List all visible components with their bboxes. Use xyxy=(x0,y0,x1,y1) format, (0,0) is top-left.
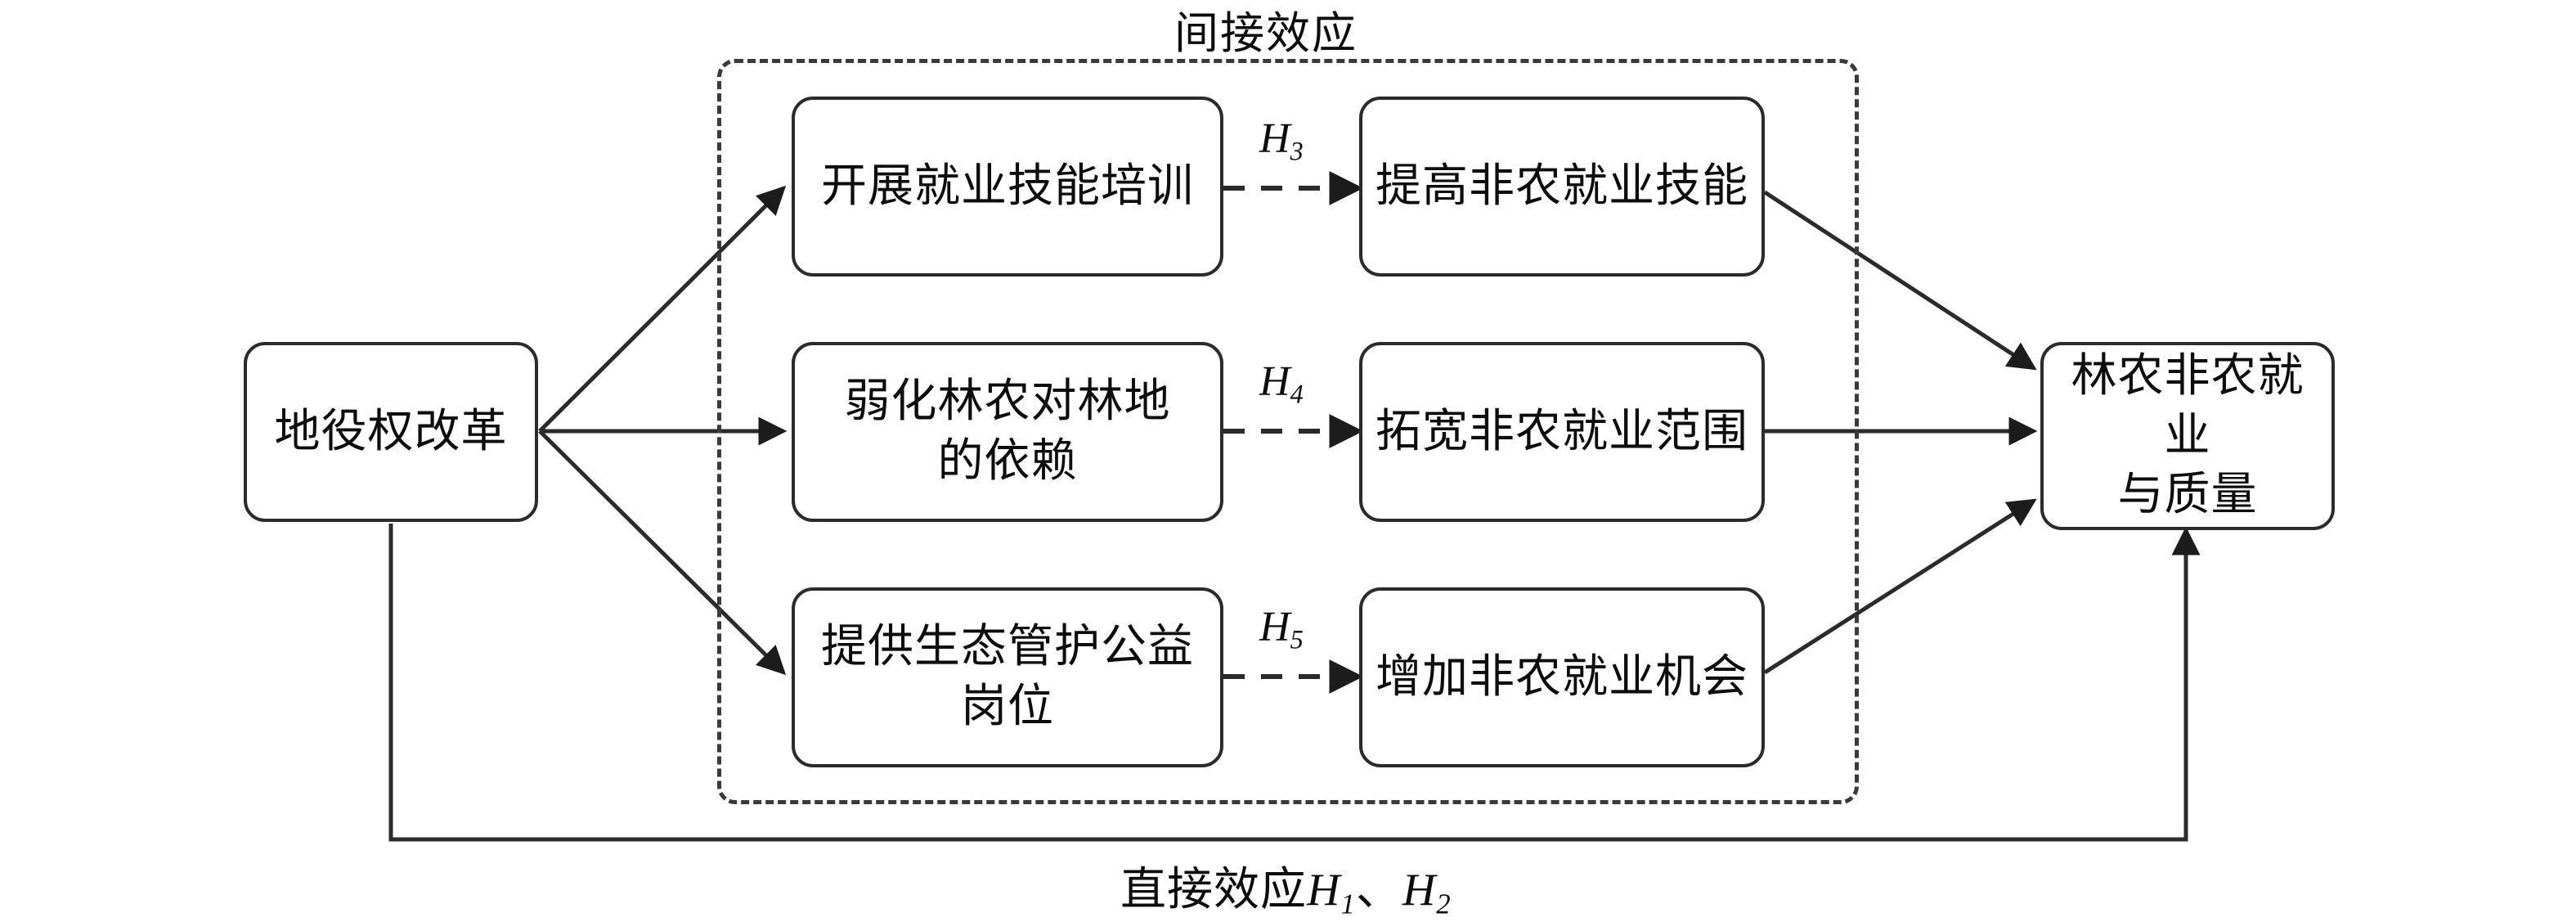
node-outcome[interactable]: 林农非农就业 与质量 xyxy=(2040,342,2335,530)
node-row3-effect-label: 增加非农就业机会 xyxy=(1376,651,1748,703)
node-row3-effect[interactable]: 增加非农就业机会 xyxy=(1359,587,1765,767)
direct-effect-h1-sub: 1 xyxy=(1340,888,1356,920)
hypothesis-h4-letter: H xyxy=(1259,358,1290,405)
node-row2-effect[interactable]: 拓宽非农就业范围 xyxy=(1359,342,1765,522)
node-row1-cause-label: 开展就业技能培训 xyxy=(821,160,1194,212)
node-row2-cause[interactable]: 弱化林农对林地 的依赖 xyxy=(792,342,1223,522)
node-row2-effect-label: 拓宽非农就业范围 xyxy=(1376,406,1748,457)
edge-row1-to-outcome xyxy=(1763,190,2037,371)
edge-row3-to-outcome xyxy=(1763,498,2037,675)
direct-effect-h1-letter: H xyxy=(1307,865,1341,915)
node-outcome-label: 林农非农就业 与质量 xyxy=(2071,350,2304,521)
node-row3-cause-label: 提供生态管护公益 岗位 xyxy=(821,622,1194,732)
hypothesis-label-h5: H5 xyxy=(1259,603,1304,655)
direct-effect-h1: H1 xyxy=(1307,865,1356,920)
node-source-label: 地役权改革 xyxy=(274,406,508,457)
hypothesis-label-h3: H3 xyxy=(1259,115,1304,167)
direct-effect-h2-sub: 2 xyxy=(1436,888,1452,920)
hypothesis-h4-sub: 4 xyxy=(1290,379,1304,409)
hypothesis-h5-sub: 5 xyxy=(1290,624,1304,654)
hypothesis-h5-letter: H xyxy=(1259,604,1290,650)
node-row3-cause[interactable]: 提供生态管护公益 岗位 xyxy=(792,587,1223,767)
node-source[interactable]: 地役权改革 xyxy=(244,342,538,522)
indirect-effect-title: 间接效应 xyxy=(1174,9,1358,58)
edge-source-to-row3 xyxy=(538,430,787,676)
direct-effect-caption: 直接效应H1、H2 xyxy=(1120,852,1452,920)
hypothesis-label-h4: H4 xyxy=(1259,358,1304,410)
direct-effect-caption-prefix: 直接效应 xyxy=(1120,865,1307,915)
node-row1-effect[interactable]: 提高非农就业技能 xyxy=(1359,97,1765,277)
edge-source-to-row1 xyxy=(538,185,787,433)
hypothesis-h3-letter: H xyxy=(1259,115,1290,162)
hypothesis-h3-sub: 3 xyxy=(1290,136,1304,166)
direct-effect-separator: 、 xyxy=(1355,865,1402,915)
direct-effect-h2-letter: H xyxy=(1402,865,1437,915)
node-row2-cause-label: 弱化林农对林地 的依赖 xyxy=(844,376,1171,487)
node-row1-cause[interactable]: 开展就业技能培训 xyxy=(792,97,1223,277)
direct-effect-h2: H2 xyxy=(1402,865,1452,920)
indirect-effect-group xyxy=(717,59,1859,804)
edge-direct-effect xyxy=(388,524,2201,842)
node-row1-effect-label: 提高非农就业技能 xyxy=(1376,160,1748,212)
